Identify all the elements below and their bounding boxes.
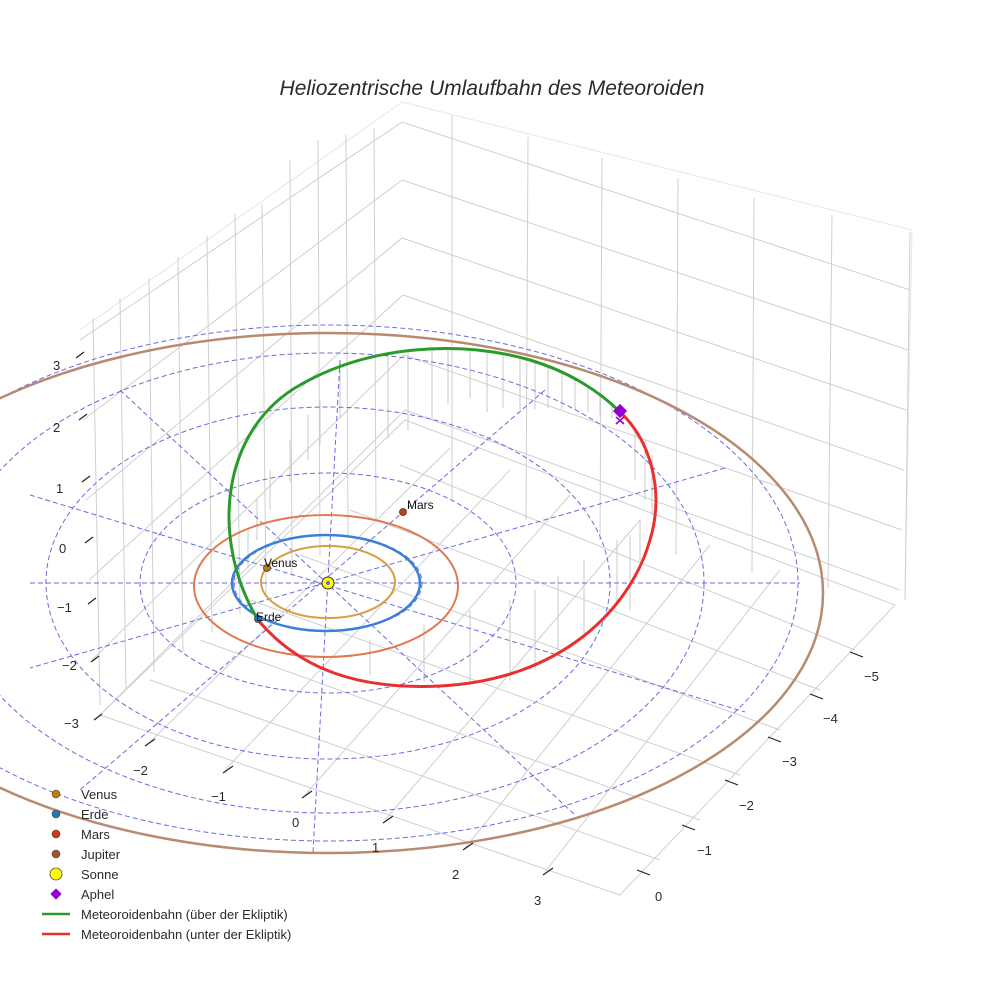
svg-text:Aphel: Aphel	[81, 887, 114, 902]
x-axis: −2 −1 0 1 2 3	[133, 738, 554, 908]
legend-item-aphel[interactable]: Aphel	[50, 887, 114, 902]
meteoroid-orbit-below-ecliptic	[256, 410, 658, 688]
ecliptic-reference	[0, 324, 800, 853]
svg-text:−2: −2	[133, 763, 148, 778]
svg-text:−3: −3	[782, 754, 797, 769]
mars-label: Mars	[407, 498, 434, 512]
legend-item-venus[interactable]: Venus	[51, 787, 118, 802]
floor-grid	[99, 419, 896, 896]
svg-text:1: 1	[56, 481, 63, 496]
svg-text:Meteoroidenbahn (unter der Ekl: Meteoroidenbahn (unter der Ekliptik)	[81, 927, 291, 942]
meteoroid-orbit-above-ecliptic	[227, 347, 622, 621]
svg-text:−5: −5	[864, 669, 879, 684]
svg-text:Sonne: Sonne	[81, 867, 119, 882]
svg-text:Meteoroidenbahn (über der Ekli: Meteoroidenbahn (über der Ekliptik)	[81, 907, 288, 922]
meteoroid-orbit	[227, 347, 658, 688]
svg-text:−3: −3	[64, 716, 79, 731]
legend-item-jupiter[interactable]: Jupiter	[51, 847, 121, 862]
back-wall-grid	[79, 101, 913, 721]
svg-text:1: 1	[372, 840, 379, 855]
venus-orbit	[260, 545, 396, 619]
svg-text:−1: −1	[57, 600, 72, 615]
earth-orbit	[230, 533, 422, 633]
chart-title: Heliozentrische Umlaufbahn des Meteoroid…	[280, 77, 705, 100]
planet-orbits	[0, 331, 825, 855]
svg-text:0: 0	[655, 889, 662, 904]
svg-text:3: 3	[53, 358, 60, 373]
aphel-marker[interactable]	[612, 403, 628, 419]
venus-marker[interactable]	[263, 564, 271, 572]
svg-text:Erde: Erde	[81, 807, 108, 822]
svg-text:Jupiter: Jupiter	[81, 847, 121, 862]
legend-item-erde[interactable]: Erde	[51, 807, 108, 822]
mars-orbit	[193, 514, 459, 658]
svg-text:−1: −1	[697, 843, 712, 858]
jupiter-orbit	[0, 331, 825, 855]
svg-text:3: 3	[534, 893, 541, 908]
svg-text:0: 0	[59, 541, 66, 556]
y-axis: 0 −1 −2 −3 −4 −5	[636, 651, 879, 904]
svg-text:Venus: Venus	[81, 787, 118, 802]
legend-item-orbit-above[interactable]: Meteoroidenbahn (über der Ekliptik)	[42, 907, 288, 922]
aphel-projection-x-icon	[615, 416, 625, 425]
svg-text:0: 0	[292, 815, 299, 830]
svg-text:−2: −2	[739, 798, 754, 813]
svg-text:2: 2	[53, 420, 60, 435]
legend-item-mars[interactable]: Mars	[51, 827, 110, 842]
z-axis: 3 2 1 0 −1 −2 −3	[53, 351, 103, 731]
svg-text:Mars: Mars	[81, 827, 110, 842]
legend-item-orbit-below[interactable]: Meteoroidenbahn (unter der Ekliptik)	[42, 927, 291, 942]
mars-marker[interactable]	[399, 508, 407, 516]
svg-text:2: 2	[452, 867, 459, 882]
earth-label: Erde	[256, 610, 282, 624]
venus-label: Venus	[264, 556, 297, 570]
svg-text:−4: −4	[823, 711, 838, 726]
legend-item-sonne[interactable]: Sonne	[49, 867, 119, 882]
legend: Venus Erde Mars Jupiter Sonne Aphel Mete…	[42, 787, 291, 942]
drop-lines	[247, 350, 653, 685]
markers: Venus Erde Mars	[254, 403, 628, 624]
earth-marker[interactable]	[254, 615, 262, 623]
svg-text:−1: −1	[211, 789, 226, 804]
svg-text:−2: −2	[62, 658, 77, 673]
